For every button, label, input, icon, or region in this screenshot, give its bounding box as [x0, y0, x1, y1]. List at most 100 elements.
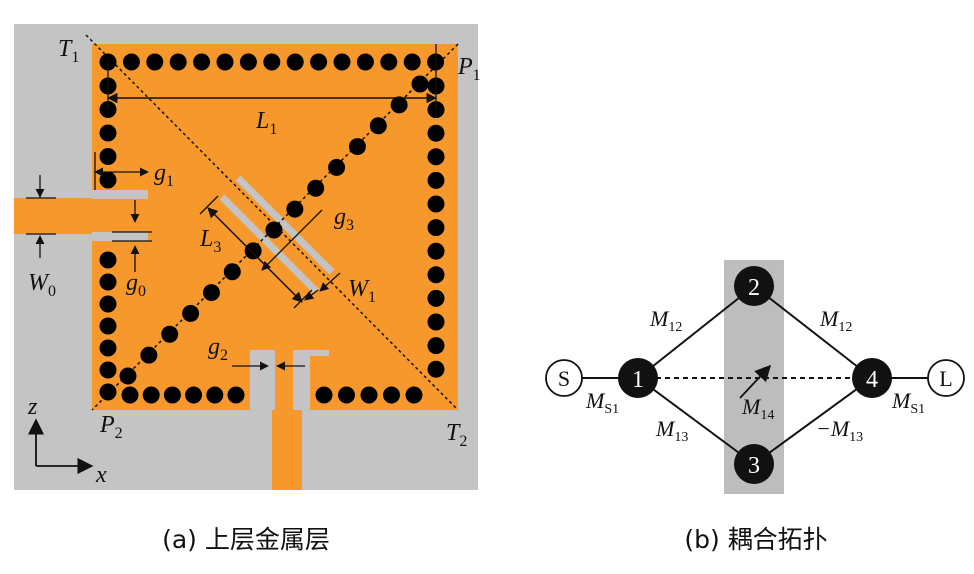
label-ms1-right: MS1 [891, 388, 925, 417]
via-hole [427, 171, 445, 189]
via-hole [427, 289, 445, 307]
feed-line-port-2 [272, 410, 302, 490]
via-hole [122, 53, 140, 71]
via-hole [380, 53, 398, 71]
via-hole [427, 360, 445, 378]
dim-l3 [207, 207, 303, 303]
via-hole [244, 242, 262, 260]
label-m14: M14 [741, 394, 774, 423]
label-g2: g2 [208, 334, 228, 364]
panel-b-topology: S L 1 2 3 4 M12 M12 M13 −M13 M14 MS1 MS1… [545, 260, 965, 554]
via-hole [119, 367, 137, 385]
via-hole [202, 284, 220, 302]
via-hole [333, 53, 351, 71]
via-hole [369, 117, 387, 135]
via-hole [182, 304, 200, 322]
via-hole [315, 386, 333, 404]
label-p2: P2 [99, 412, 123, 442]
via-hole [310, 53, 328, 71]
via-hole [99, 273, 117, 291]
via-hole [427, 148, 445, 166]
label-m13-right: −M13 [816, 416, 863, 445]
via-hole [427, 337, 445, 355]
via-hole [427, 124, 445, 142]
label-t1: T1 [58, 36, 79, 66]
svg-text:1: 1 [632, 367, 644, 393]
via-hole [328, 158, 346, 176]
via-hole [216, 53, 234, 71]
via-hole [161, 325, 179, 343]
via-hole [142, 386, 160, 404]
via-hole [383, 386, 400, 404]
svg-text:4: 4 [866, 367, 878, 393]
via-hole [286, 53, 304, 71]
label-m13-left: M13 [655, 416, 688, 445]
svg-text:2: 2 [748, 275, 760, 301]
label-p1: P1 [457, 54, 481, 84]
load-terminal: L [927, 359, 965, 397]
via-hole [99, 124, 117, 142]
via-hole [263, 53, 281, 71]
via-hole [360, 386, 378, 404]
feed-line-port-1 [14, 198, 92, 234]
label-l1: L1 [255, 108, 277, 138]
via-hole [307, 179, 325, 197]
via-hole [99, 251, 117, 269]
caption-a: (a) 上层金属层 [162, 525, 330, 554]
via-hole [146, 53, 164, 71]
caption-b: (b) 耦合拓扑 [684, 525, 827, 554]
svg-text:3: 3 [748, 453, 760, 479]
via-hole [427, 219, 445, 237]
via-hole [193, 53, 211, 71]
via-hole [227, 386, 245, 404]
resonator-node-4: 4 [852, 358, 892, 398]
label-axis-x: x [95, 462, 107, 488]
label-m12-right: M12 [819, 306, 852, 335]
via-hole [223, 263, 241, 281]
via-hole [185, 386, 203, 404]
via-hole [427, 242, 445, 260]
label-g1: g1 [154, 160, 174, 190]
via-hole [99, 339, 117, 357]
via-hole [265, 221, 283, 239]
tunable-arrow [739, 364, 772, 399]
label-w1: W1 [348, 276, 376, 306]
via-hole [99, 383, 117, 401]
via-hole [338, 386, 355, 404]
via-hole [99, 148, 117, 165]
via-hole [99, 361, 117, 379]
svg-text:L: L [939, 366, 952, 391]
via-hole [206, 386, 224, 404]
via-hole [99, 295, 117, 313]
label-l3: L3 [199, 226, 221, 256]
via-hole [163, 386, 181, 404]
dim-w1 [319, 272, 341, 292]
label-m12-left: M12 [649, 306, 682, 335]
via-hole [411, 75, 429, 93]
via-hole [427, 313, 445, 331]
label-g0: g0 [126, 270, 146, 300]
label-w0: W0 [28, 270, 56, 300]
resonator-node-3: 3 [734, 444, 774, 484]
via-hole [99, 171, 117, 189]
resonator-node-1: 1 [618, 358, 658, 398]
source-terminal: S [545, 359, 583, 397]
label-ms1-left: MS1 [585, 388, 619, 417]
via-hole [99, 317, 117, 335]
via-hole [356, 53, 374, 71]
via-hole [169, 53, 187, 71]
via-hole [405, 386, 423, 404]
via-hole [121, 386, 139, 404]
label-t2: T2 [446, 420, 467, 450]
via-hole [348, 138, 366, 156]
svg-text:S: S [558, 366, 570, 391]
dim-g3 [261, 209, 323, 271]
via-hole [427, 195, 445, 213]
via-hole [140, 346, 158, 364]
panel-a-layout: T1 P1 P2 T2 L1 L3 g0 g1 g2 g3 W0 W1 z x … [14, 24, 481, 554]
label-axis-z: z [27, 394, 38, 420]
via-hole [286, 200, 304, 218]
resonator-node-2: 2 [734, 266, 774, 306]
via-hole [403, 53, 421, 71]
via-hole [427, 266, 445, 284]
